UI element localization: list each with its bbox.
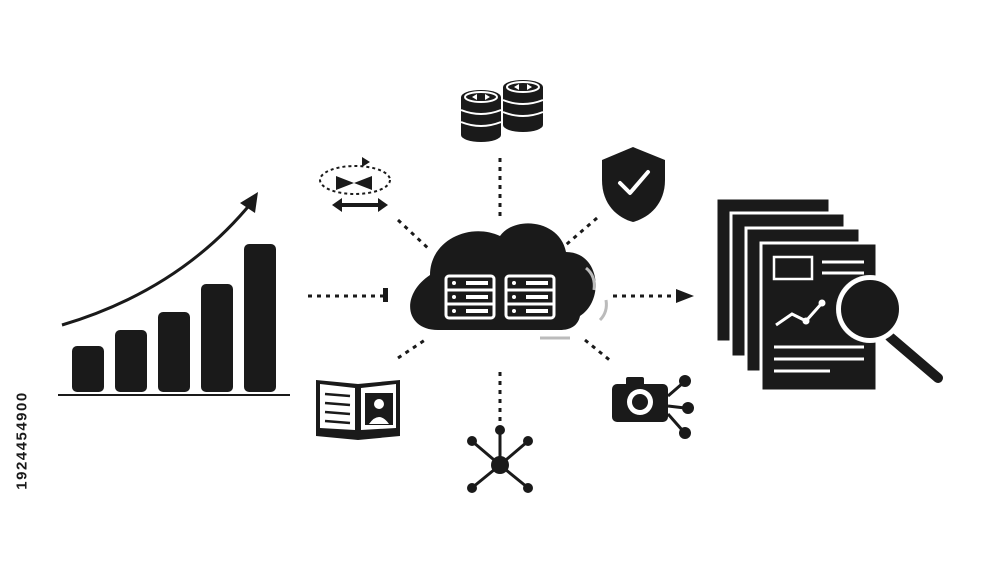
camera-share-icon [612, 375, 694, 439]
cycle-exchange-icon [319, 157, 391, 212]
stock-id-label: 1924454900 [10, 322, 34, 558]
connector-lines [308, 158, 675, 425]
stock-id-text: 1924454900 [13, 390, 31, 490]
magnified-documents-icon [714, 196, 943, 393]
arrow-head-icon [676, 289, 694, 303]
book-profile-icon [316, 380, 400, 440]
bar-chart-growth-icon [58, 192, 290, 396]
network-hub-icon [467, 425, 533, 493]
shield-check-icon [602, 147, 665, 222]
cloud-server-icon [410, 223, 608, 340]
database-coins-icon [460, 80, 544, 142]
